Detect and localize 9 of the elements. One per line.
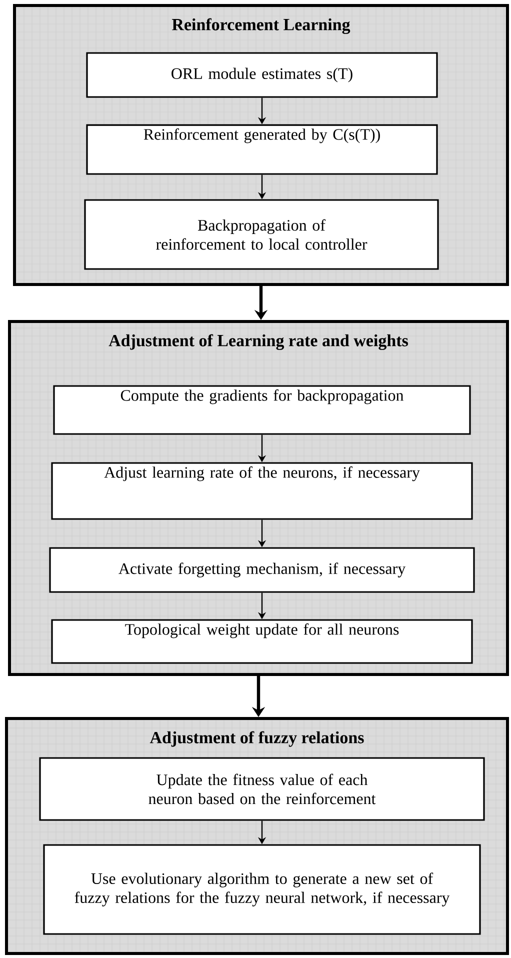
process-box: Activate forgetting mechanism, if necessary <box>49 547 475 593</box>
process-box: Compute the gradients for backpropagation <box>53 385 471 435</box>
process-box: ORL module estimates s(T) <box>86 52 438 98</box>
process-box: Topological weight update for all neurons <box>51 619 473 664</box>
process-box: Backpropagation of reinforcement to local controller <box>84 199 439 270</box>
process-box: Update the fitness value of each neuron based on the reinforcement <box>39 757 485 821</box>
process-box: Adjust learning rate of the neurons, if necessary <box>51 462 473 520</box>
process-box: Reinforcement generated by C(s(T)) <box>86 124 438 175</box>
process-box: Use evolutionary algorithm to generate a new set of fuzzy relations for the fuzzy neural network, if necessary <box>43 844 481 935</box>
